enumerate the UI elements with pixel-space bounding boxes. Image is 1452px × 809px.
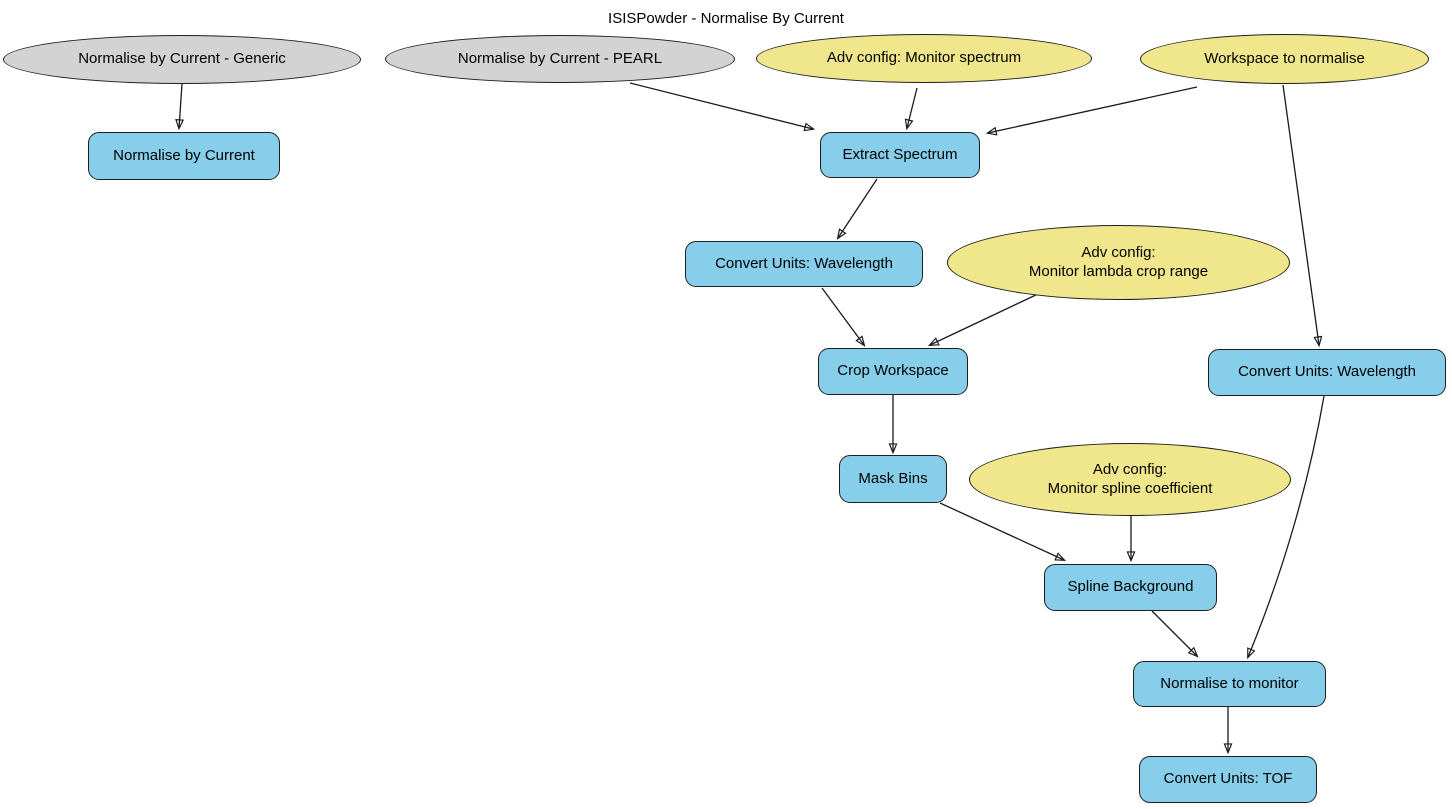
node-label: Convert Units: TOF [1163,770,1293,788]
node-label: Convert Units: Wavelength [715,254,893,272]
node-normalise-by-current-pearl: Normalise by Current - PEARL [385,35,735,83]
edge-convert-units-wavelength-workspace-to-normalise-to-monitor [1247,395,1325,660]
edge-extract-spectrum-to-convert-units-wavelength-monitor [836,178,878,240]
node-label: Normalise to monitor [1160,674,1299,692]
node-convert-units-tof: Convert Units: TOF [1139,756,1317,803]
node-crop-workspace: Crop Workspace [818,348,968,395]
edge-convert-units-wavelength-monitor-to-crop-workspace [821,287,866,347]
node-adv-config-monitor-spline-coefficient: Adv config: Monitor spline coefficient [969,443,1291,516]
node-label: Normalise by Current - Generic [78,50,286,68]
node-mask-bins: Mask Bins [839,455,947,503]
node-convert-units-wavelength-workspace: Convert Units: Wavelength [1208,349,1446,396]
diagram-title: ISISPowder - Normalise By Current [608,10,844,27]
node-label: Workspace to normalise [1204,49,1365,67]
edge-monitor-spectrum-to-extract-spectrum [904,87,918,131]
edge-mask-bins-to-spline-background [939,502,1067,561]
node-label: Extract Spectrum [842,145,958,163]
node-label: Convert Units: Wavelength [1238,363,1416,381]
node-normalise-to-monitor: Normalise to monitor [1133,661,1326,707]
node-spline-background: Spline Background [1044,564,1217,611]
edge-workspace-to-convert-units-wavelength-workspace [1282,84,1323,348]
node-extract-spectrum: Extract Spectrum [820,132,980,178]
node-label: Spline Background [1067,578,1194,596]
node-adv-config-monitor-spectrum: Adv config: Monitor spectrum [756,34,1092,83]
node-label: Crop Workspace [837,362,949,380]
edge-generic-to-normalise-by-current [175,83,185,131]
node-label: Normalise by Current - PEARL [457,49,663,67]
edge-spline-background-to-normalise-to-monitor [1151,610,1199,658]
node-label: Adv config: Monitor lambda crop range [1028,243,1209,280]
node-label: Adv config: Monitor spline coefficient [1047,460,1213,497]
node-adv-config-monitor-lambda-crop-range: Adv config: Monitor lambda crop range [947,225,1290,300]
node-convert-units-wavelength-monitor: Convert Units: Wavelength [685,241,923,287]
node-normalise-by-current-generic: Normalise by Current - Generic [3,35,361,84]
node-label: Mask Bins [858,469,928,487]
node-workspace-to-normalise: Workspace to normalise [1140,34,1429,84]
node-label: Normalise by Current [113,146,255,164]
edge-pearl-to-extract-spectrum [629,82,816,132]
node-label: Adv config: Monitor spectrum [826,49,1022,67]
edge-workspace-to-extract-spectrum [985,86,1198,136]
edge-lambda-crop-to-crop-workspace [927,292,1041,346]
node-normalise-by-current: Normalise by Current [88,132,280,180]
